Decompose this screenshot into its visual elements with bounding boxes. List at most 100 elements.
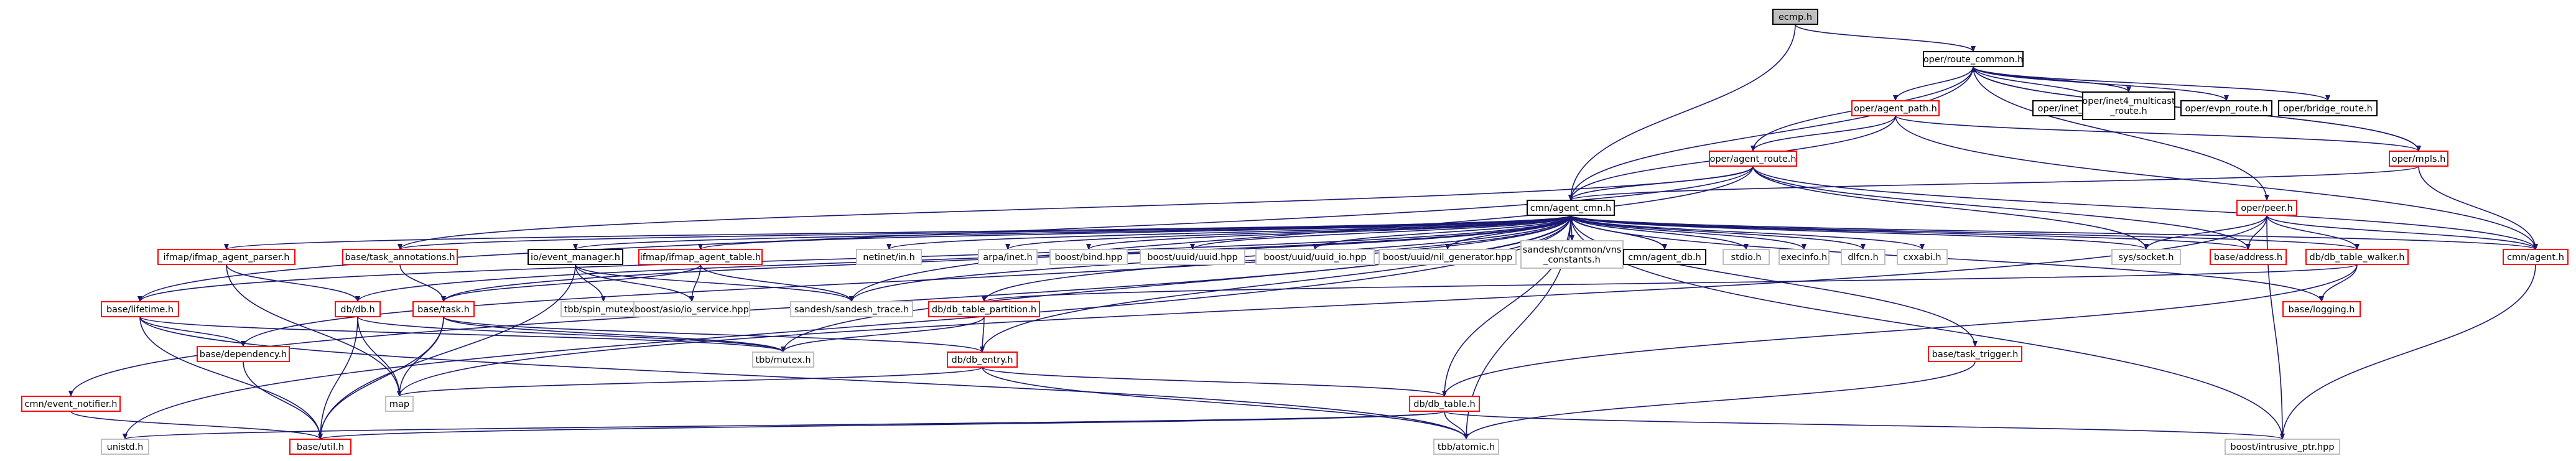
edge-route_common-to-agent_cmn: [1568, 66, 1974, 201]
edge-route_common-to-agent_path: [1893, 66, 1974, 101]
node-unistd[interactable]: unistd.h: [101, 439, 149, 455]
edge-event_manager-to-sandesh_trace: [575, 264, 854, 302]
node-box: [1897, 249, 1948, 265]
node-agent-cmn[interactable]: cmn/agent_cmn.h: [1527, 200, 1615, 216]
node-box: [1433, 439, 1499, 455]
node-box: [1409, 396, 1480, 412]
edge-agent_cmn-to-netinet_in: [886, 215, 1571, 250]
node-dlfcn[interactable]: dlfcn.h: [1841, 249, 1886, 265]
edge-agent_db-to-agent_cmn: [1568, 215, 1665, 250]
node-boost-bind[interactable]: boost/bind.hpp: [1049, 249, 1128, 265]
edge-agent_cmn-to-dlfcn: [1570, 215, 1866, 250]
edge-peer-to-agent: [2266, 215, 2538, 250]
node-cxxabi[interactable]: cxxabi.h: [1897, 249, 1948, 265]
node-mpls[interactable]: oper/mpls.h: [2389, 151, 2448, 167]
node-logging[interactable]: base/logging.h: [2282, 301, 2361, 317]
node-dependency[interactable]: base/dependency.h: [197, 346, 290, 362]
edge-partition-to-tbb_mutex: [781, 316, 985, 353]
edge-agent_cmn-to-task_annotations: [398, 215, 1571, 250]
node-tbb-mutex[interactable]: tbb/mutex.h: [752, 352, 814, 368]
edge-dependency-to-util: [243, 361, 323, 440]
node-event-notifier[interactable]: cmn/event_notifier.h: [21, 396, 121, 412]
edge-db_entry-to-map: [397, 366, 983, 397]
node-task-trigger[interactable]: base/task_trigger.h: [1928, 346, 2022, 362]
node-ifmap-parser[interactable]: ifmap/ifmap_agent_parser.h: [157, 249, 295, 265]
node-route-common[interactable]: oper/route_common.h: [1923, 51, 2024, 67]
node-label: oper/inet4_multicast: [2082, 96, 2175, 106]
edge-task-to-db_entry: [443, 316, 985, 353]
node-nil-gen[interactable]: boost/uuid/nil_generator.hpp: [1379, 249, 1517, 265]
edge-agent_cmn-to-walker: [1570, 215, 2360, 250]
node-box: [2225, 439, 2340, 455]
node-root[interactable]: ecmp.h: [1772, 9, 1818, 25]
node-label: boost/intrusive_ptr.hpp: [2230, 442, 2334, 452]
node-box: [385, 396, 414, 412]
node-vns-constants[interactable]: sandesh/common/vns_constants.h: [1520, 240, 1624, 269]
node-map[interactable]: map: [385, 396, 414, 412]
node-agent-route[interactable]: oper/agent_route.h: [1709, 151, 1797, 167]
node-peer[interactable]: oper/peer.h: [2236, 200, 2297, 216]
node-label: unistd.h: [107, 442, 144, 452]
node-box: [2282, 301, 2361, 317]
node-label: oper/agent_route.h: [1709, 154, 1796, 164]
node-stdio[interactable]: stdio.h: [1723, 249, 1770, 265]
node-label: boost/asio/io_service.hpp: [635, 305, 749, 315]
node-db[interactable]: db/db.h: [335, 301, 381, 317]
node-intrusive-ptr[interactable]: boost/intrusive_ptr.hpp: [2225, 439, 2340, 455]
node-box: [790, 301, 913, 317]
node-spin-mutex[interactable]: tbb/spin_mutex.h: [560, 301, 646, 317]
node-box: [560, 301, 646, 317]
node-db-table[interactable]: db/db_table.h: [1409, 396, 1480, 412]
node-execinfo[interactable]: execinfo.h: [1779, 249, 1830, 265]
node-box: [21, 396, 121, 412]
node-task-annotations[interactable]: base/task_annotations.h: [342, 249, 458, 265]
node-io-service[interactable]: boost/asio/io_service.hpp: [633, 301, 750, 317]
node-uuid-io[interactable]: boost/uuid/uuid_io.hpp: [1255, 249, 1375, 265]
node-agent-path[interactable]: oper/agent_path.h: [1851, 100, 1940, 116]
node-label: db/db_entry.h: [951, 355, 1013, 365]
edge-agent_path-to-agent_route: [1751, 115, 1896, 152]
node-label: base/task_annotations.h: [345, 253, 455, 263]
node-label: sys/socket.h: [2118, 253, 2174, 263]
node-label: tbb/mutex.h: [755, 355, 811, 365]
edge-ifmap_table-to-io_service: [689, 264, 701, 302]
node-event-manager[interactable]: io/event_manager.h: [528, 249, 623, 265]
edge-ifmap_parser-to-db: [226, 264, 360, 302]
node-label: cmn/agent_db.h: [1628, 253, 1701, 263]
node-label: db/db_table_partition.h: [932, 305, 1036, 315]
edge-agent_route-to-lifetime: [137, 165, 1754, 302]
node-address[interactable]: base/address.h: [2210, 249, 2287, 265]
node-ifmap-table[interactable]: ifmap/ifmap_agent_table.h: [638, 249, 763, 265]
node-agent[interactable]: cmn/agent.h: [2503, 249, 2569, 265]
node-agent-db[interactable]: cmn/agent_db.h: [1623, 249, 1706, 265]
edge-event_manager-to-spin_mutex: [575, 264, 606, 302]
node-partition[interactable]: db/db_table_partition.h: [928, 301, 1040, 317]
node-sys-socket[interactable]: sys/socket.h: [2111, 249, 2181, 265]
node-inet4-multicast[interactable]: oper/inet4_multicast_route.h: [2082, 91, 2175, 120]
node-arpa-inet[interactable]: arpa/inet.h: [978, 249, 1038, 265]
node-box: [978, 249, 1038, 265]
node-box: [1520, 240, 1624, 269]
edge-db_table-to-atomic: [1444, 411, 1469, 440]
edge-agent_cmn-to-ifmap_parser: [224, 215, 1571, 250]
node-box: [928, 301, 1040, 317]
node-task[interactable]: base/task.h: [412, 301, 475, 317]
edge-task-to-tbb_mutex: [443, 316, 786, 353]
node-bridge-route[interactable]: oper/bridge_route.h: [2278, 100, 2378, 116]
node-sandesh-trace[interactable]: sandesh/sandesh_trace.h: [790, 301, 913, 317]
node-label: tbb/spin_mutex.h: [564, 305, 643, 315]
node-lifetime[interactable]: base/lifetime.h: [101, 301, 179, 317]
node-label: oper/peer.h: [2241, 203, 2292, 213]
node-walker[interactable]: db/db_table_walker.h: [2305, 249, 2409, 265]
node-label: _route.h: [2109, 106, 2147, 116]
node-util[interactable]: base/util.h: [289, 439, 351, 455]
node-evpn-route[interactable]: oper/evpn_route.h: [2180, 100, 2272, 116]
node-db-entry[interactable]: db/db_entry.h: [947, 352, 1018, 368]
node-netinet-in[interactable]: netinet/in.h: [856, 249, 922, 265]
node-uuid[interactable]: boost/uuid/uuid.hpp: [1140, 249, 1245, 265]
node-atomic[interactable]: tbb/atomic.h: [1433, 439, 1499, 455]
node-box: [1923, 51, 2024, 67]
node-label: oper/agent_path.h: [1854, 104, 1937, 114]
node-box: [2236, 200, 2297, 216]
